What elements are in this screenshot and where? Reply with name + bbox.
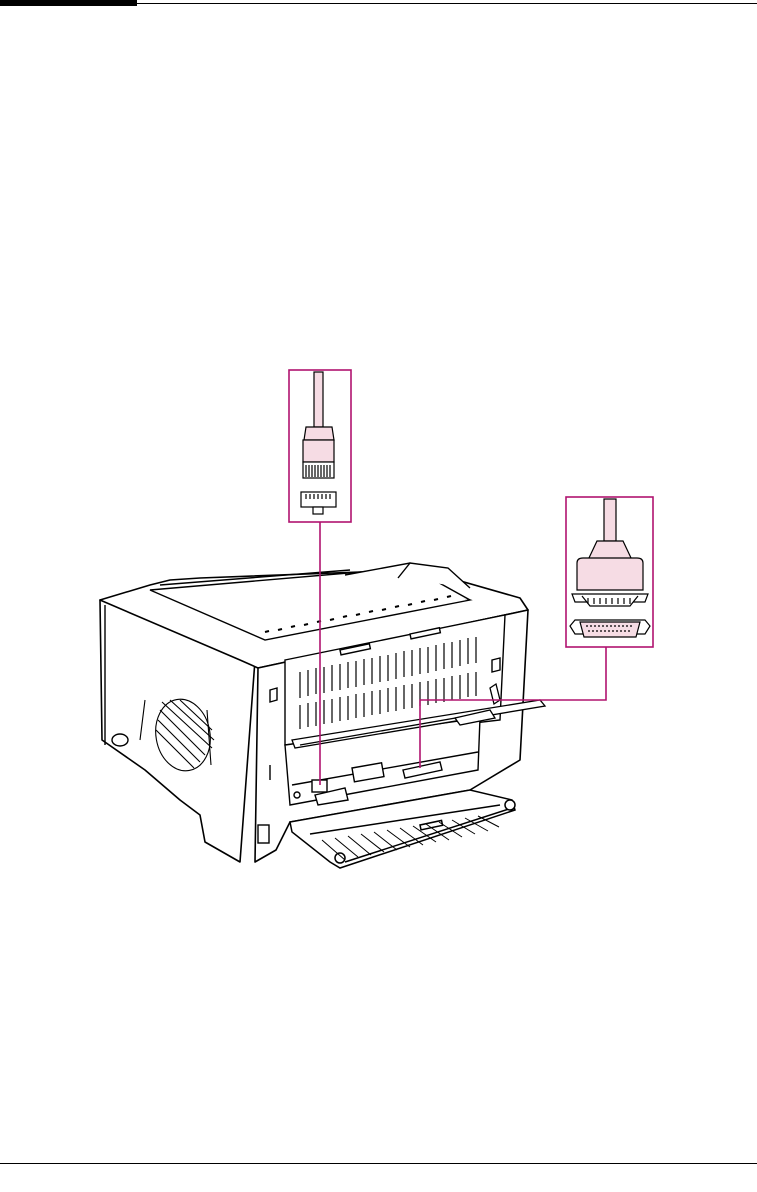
rj45-connector-icon <box>301 427 336 514</box>
parallel-cable <box>604 499 616 541</box>
footer-rule <box>0 1163 757 1164</box>
network-cable <box>314 372 323 427</box>
